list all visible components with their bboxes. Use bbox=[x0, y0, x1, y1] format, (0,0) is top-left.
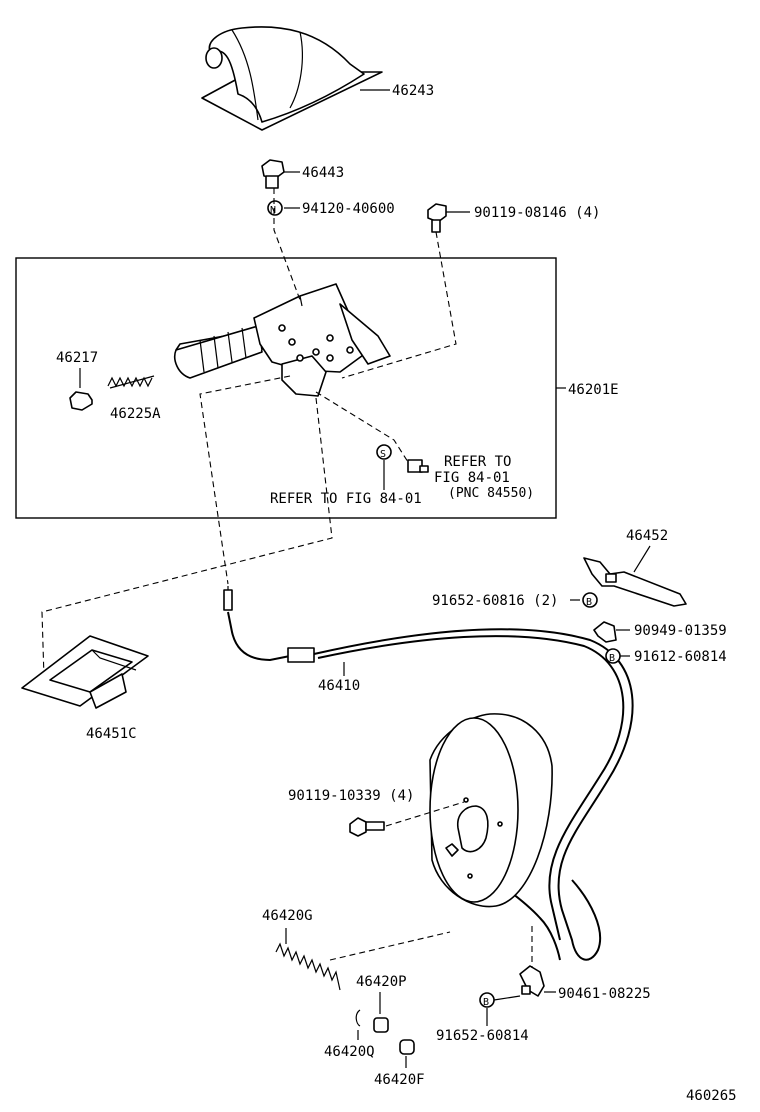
label-90949-01359: 90949-01359 bbox=[634, 623, 727, 639]
cup-46420p bbox=[373, 1017, 389, 1033]
marker-s: S bbox=[380, 449, 386, 460]
label-pnc-84550: (PNC 84550) bbox=[448, 486, 534, 501]
label-46410: 46410 bbox=[318, 678, 360, 694]
parking-brake-lever bbox=[174, 283, 391, 397]
label-94120-40600: 94120-40600 bbox=[302, 201, 395, 217]
label-46451c: 46451C bbox=[86, 726, 137, 742]
label-refer-to: REFER TO bbox=[444, 454, 511, 470]
lever-boot-46243 bbox=[201, 26, 383, 131]
label-91652-60814: 91652-60814 bbox=[436, 1028, 529, 1044]
label-46420f: 46420F bbox=[374, 1072, 425, 1088]
label-46201e: 46201E bbox=[568, 382, 619, 398]
marker-b-2: B bbox=[609, 653, 615, 664]
label-46217: 46217 bbox=[56, 350, 98, 366]
marker-b-1: B bbox=[586, 597, 592, 608]
marker-n-circle bbox=[267, 200, 283, 216]
label-90119-08146: 90119-08146 (4) bbox=[474, 205, 600, 221]
bolt-90119-08146 bbox=[427, 203, 447, 233]
clamp-90461-08225 bbox=[519, 965, 545, 997]
switch-part bbox=[407, 459, 429, 473]
label-46243: 46243 bbox=[392, 83, 434, 99]
label-46420p: 46420P bbox=[356, 974, 407, 990]
label-46420q: 46420Q bbox=[324, 1044, 375, 1060]
spring-46225a bbox=[107, 375, 155, 389]
figure-number: 460265 bbox=[686, 1088, 737, 1104]
marker-s-circle bbox=[376, 444, 392, 460]
label-refer-to-fig-84-01: REFER TO FIG 84-01 bbox=[270, 491, 422, 507]
brake-drum bbox=[429, 713, 553, 908]
cable-46410 bbox=[223, 586, 634, 961]
label-46225a: 46225A bbox=[110, 406, 161, 422]
clip-46420q bbox=[355, 1009, 361, 1027]
label-46420g: 46420G bbox=[262, 908, 313, 924]
bezel-46451c bbox=[21, 635, 149, 709]
label-90461-08225: 90461-08225 bbox=[558, 986, 651, 1002]
label-90119-10339: 90119-10339 (4) bbox=[288, 788, 414, 804]
label-91652-60816: 91652-60816 (2) bbox=[432, 593, 558, 609]
bracket-46452 bbox=[583, 557, 687, 607]
knob-46217 bbox=[69, 391, 93, 411]
spring-46420g bbox=[275, 942, 341, 991]
label-fig-84-01-a: FIG 84-01 bbox=[434, 470, 510, 486]
clamp-90949-01359 bbox=[593, 621, 617, 643]
label-91612-60814: 91612-60814 bbox=[634, 649, 727, 665]
label-46443: 46443 bbox=[302, 165, 344, 181]
bolt-90119-10339 bbox=[349, 817, 385, 837]
washer-46420f bbox=[399, 1039, 415, 1055]
marker-b-3: B bbox=[483, 997, 489, 1008]
marker-n: N bbox=[270, 205, 276, 216]
bolt-46443 bbox=[261, 159, 285, 189]
label-46452: 46452 bbox=[626, 528, 668, 544]
